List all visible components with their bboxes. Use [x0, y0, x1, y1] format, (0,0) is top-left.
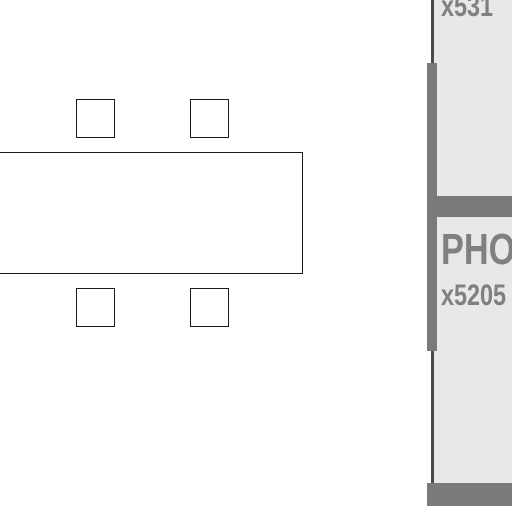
chair-bottom-left	[76, 288, 115, 327]
lower-room-name: PHO	[441, 225, 512, 274]
room-wall-thin-lower	[431, 348, 434, 486]
chair-top-left	[76, 99, 115, 138]
lower-room-extension: x5205	[441, 279, 507, 312]
chair-bottom-right	[190, 288, 229, 327]
chair-top-right	[190, 99, 229, 138]
room-area	[433, 0, 512, 484]
upper-room-extension: x531	[441, 0, 494, 23]
room-wall-thin-upper	[431, 0, 434, 66]
room-divider-wall	[427, 196, 512, 217]
room-bottom-wall	[427, 483, 512, 506]
conference-table	[0, 152, 303, 274]
